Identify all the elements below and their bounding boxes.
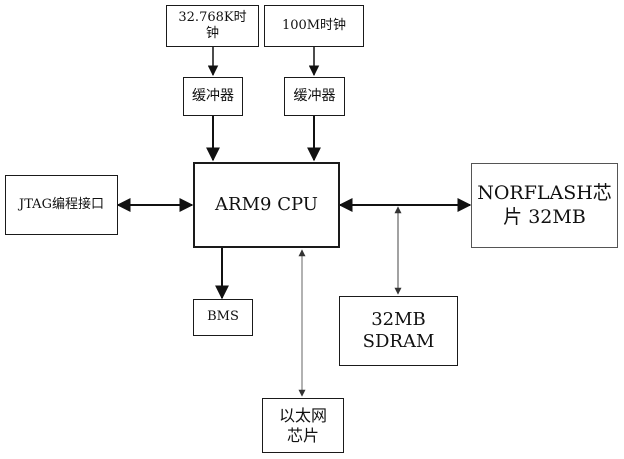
sdram-label: 32MB SDRAM	[362, 308, 435, 353]
sdram-node: 32MB SDRAM	[339, 296, 458, 366]
bms-label: BMS	[207, 309, 239, 325]
clock-100m-node: 100M时钟	[264, 5, 364, 47]
ethernet-label: 以太网 芯片	[278, 405, 327, 445]
cpu-label: ARM9 CPU	[215, 193, 318, 215]
buffer-left-node: 缓冲器	[183, 77, 243, 116]
clock-32k-node: 32.768K时 钟	[166, 5, 259, 47]
buffer-left-label: 缓冲器	[192, 87, 234, 104]
bms-node: BMS	[193, 299, 253, 336]
norflash-node: NORFLASH芯 片 32MB	[471, 163, 618, 248]
clock-32k-label: 32.768K时 钟	[178, 9, 247, 41]
cpu-node: ARM9 CPU	[193, 162, 340, 248]
jtag-label: JTAG编程接口	[19, 196, 104, 212]
clock-100m-label: 100M时钟	[281, 17, 347, 33]
norflash-label: NORFLASH芯 片 32MB	[477, 181, 612, 228]
ethernet-node: 以太网 芯片	[262, 398, 344, 453]
buffer-right-node: 缓冲器	[284, 77, 345, 116]
buffer-right-label: 缓冲器	[293, 87, 336, 104]
jtag-node: JTAG编程接口	[5, 175, 118, 235]
